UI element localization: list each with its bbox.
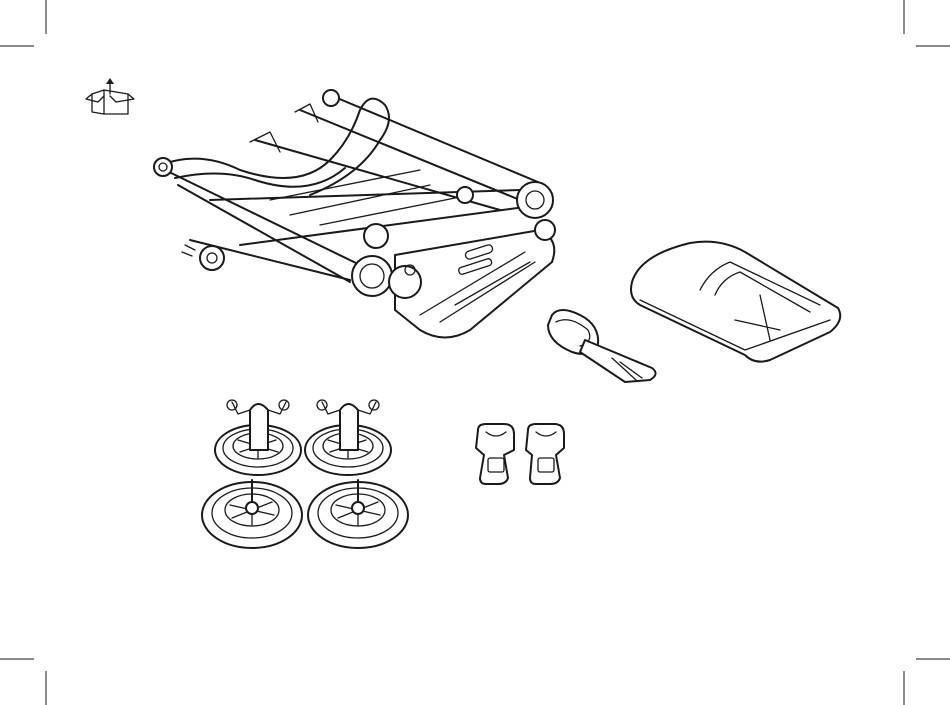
clips-drawing <box>476 424 564 484</box>
seat-cushion-drawing <box>631 242 840 362</box>
wheels-drawing <box>202 400 408 548</box>
bumper-strap-drawing <box>548 310 656 382</box>
unpack-box-icon <box>86 78 134 114</box>
stroller-frame-drawing <box>154 90 555 338</box>
